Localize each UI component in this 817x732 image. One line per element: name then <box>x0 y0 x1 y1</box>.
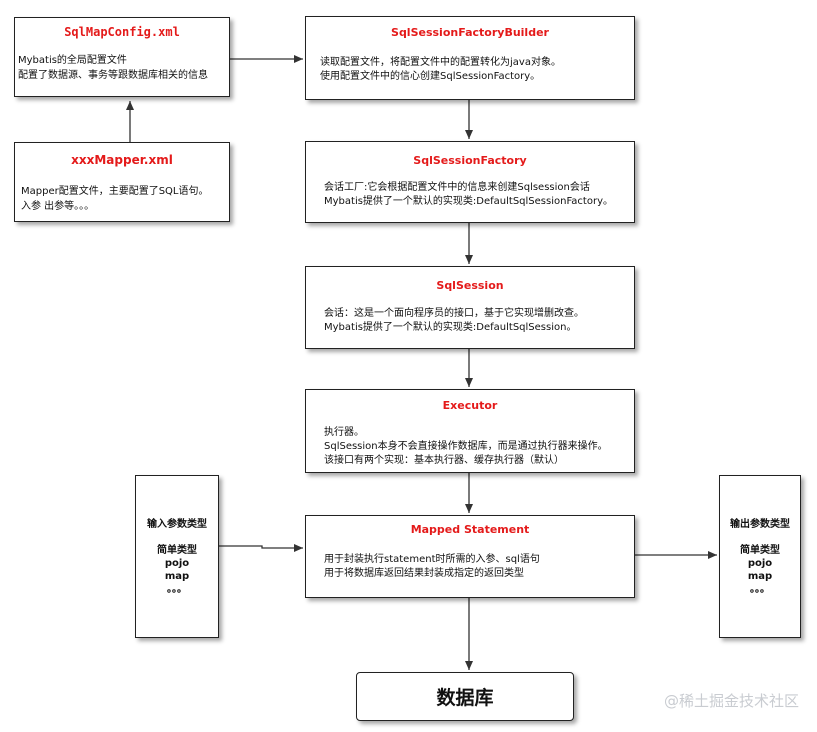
mapped-statement-line-2: 用于将数据库返回结果封装成指定的返回类型 <box>324 568 524 579</box>
executor-title: Executor <box>442 399 498 412</box>
output-param-item-2: pojo <box>747 558 773 569</box>
mapped-statement-line-1: 用于封装执行statement时所需的入参、sql语句 <box>324 554 540 565</box>
executor-line-3: 该接口有两个实现：基本执行器、缓存执行器（默认） <box>324 455 564 466</box>
executor-box: Executor 执行器。 SqlSession本身不会直接操作数据库，而是通过… <box>305 389 635 473</box>
database-box: 数据库 <box>356 672 574 721</box>
session-box: SqlSession 会话：这是一个面向程序员的接口，基于它实现增删改查。 My… <box>305 266 635 349</box>
builder-box: SqlSessionFactoryBuilder 读取配置文件，将配置文件中的配… <box>305 16 635 100</box>
output-param-title: 输出参数类型 <box>730 519 790 530</box>
input-param-item-1: 简单类型 <box>157 545 197 556</box>
input-param-item-4: 。。。 <box>167 584 187 595</box>
input-param-box: 输入参数类型 简单类型 pojo map 。。。 <box>135 475 219 638</box>
factory-box: SqlSessionFactory 会话工厂:它会根据配置文件中的信息来创建Sq… <box>305 141 635 223</box>
mapper-line-2: 入参 出参等。。。 <box>21 201 95 212</box>
executor-line-1: 执行器。 <box>324 427 364 438</box>
mapped-statement-box: Mapped Statement 用于封装执行statement时所需的入参、s… <box>305 515 635 598</box>
builder-line-1: 读取配置文件，将配置文件中的配置转化为java对象。 <box>320 57 561 68</box>
watermark: @稀土掘金技术社区 <box>663 692 799 710</box>
factory-title: SqlSessionFactory <box>413 154 527 167</box>
session-line-2: Mybatis提供了一个默认的实现类:DefaultSqlSession。 <box>324 322 577 333</box>
builder-title: SqlSessionFactoryBuilder <box>391 26 549 39</box>
output-param-item-1: 简单类型 <box>740 545 780 556</box>
executor-line-2: SqlSession本身不会直接操作数据库，而是通过执行器来操作。 <box>324 441 608 452</box>
sqlmapconfig-title: SqlMapConfig.xml <box>64 25 180 39</box>
mapper-box: xxxMapper.xml Mapper配置文件，主要配置了SQL语句。 入参 … <box>14 142 230 222</box>
session-line-1: 会话：这是一个面向程序员的接口，基于它实现增删改查。 <box>324 308 584 319</box>
input-param-item-2: pojo <box>164 558 190 569</box>
mapper-title: xxxMapper.xml <box>71 153 173 167</box>
output-param-item-3: map <box>747 571 773 582</box>
sqlmapconfig-line-2: 配置了数据源、事务等跟数据库相关的信息 <box>18 70 208 81</box>
input-param-title: 输入参数类型 <box>147 519 207 530</box>
database-label: 数据库 <box>436 687 494 709</box>
output-param-box: 输出参数类型 简单类型 pojo map 。。。 <box>719 475 801 638</box>
session-title: SqlSession <box>436 279 504 292</box>
mapper-line-1: Mapper配置文件，主要配置了SQL语句。 <box>21 186 209 197</box>
output-param-item-4: 。。。 <box>750 584 770 595</box>
builder-line-2: 使用配置文件中的信心创建SqlSessionFactory。 <box>320 71 541 82</box>
mapped-statement-title: Mapped Statement <box>410 523 530 536</box>
sqlmapconfig-line-1: Mybatis的全局配置文件 <box>18 55 127 66</box>
input-param-item-3: map <box>164 571 190 582</box>
sqlmapconfig-box: SqlMapConfig.xml Mybatis的全局配置文件 配置了数据源、事… <box>14 17 230 97</box>
arrow-input-to-mapped <box>219 544 303 552</box>
factory-line-2: Mybatis提供了一个默认的实现类:DefaultSqlSessionFact… <box>324 196 613 207</box>
factory-line-1: 会话工厂:它会根据配置文件中的信息来创建Sqlsession会话 <box>324 182 590 193</box>
